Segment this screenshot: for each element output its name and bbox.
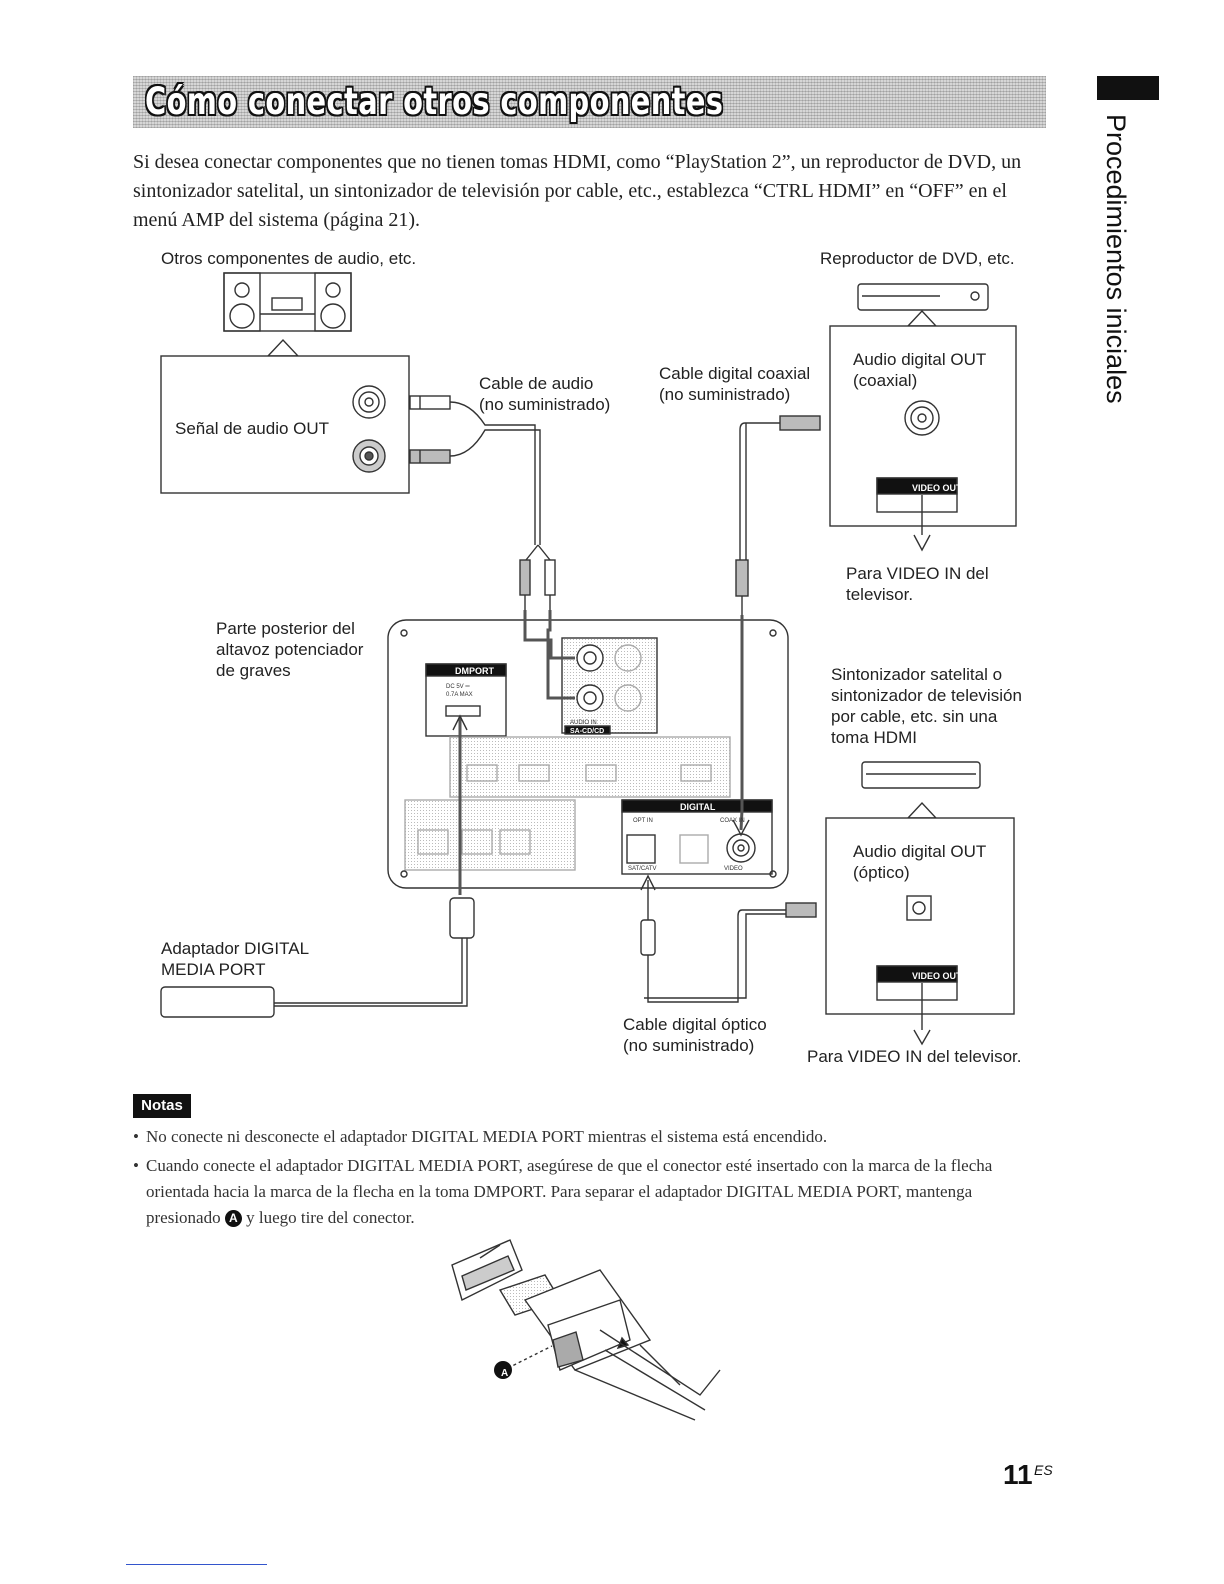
- video-out-tag-1: VIDEO OUT: [912, 483, 962, 493]
- label-dmport-adapter: Adaptador DIGITAL MEDIA PORT: [161, 939, 309, 979]
- note-item: No conecte ni desconecte el adaptador DI…: [133, 1124, 1048, 1150]
- svg-text:SAT/CATV: SAT/CATV: [628, 866, 656, 872]
- note-text-1: No conecte ni desconecte el adaptador DI…: [146, 1127, 828, 1146]
- label-audio-cable-note: (no suministrado): [479, 395, 611, 414]
- label-tv-video-in-1: Para VIDEO IN del televisor.: [846, 564, 989, 604]
- marker-a-glyph: A: [501, 1368, 508, 1379]
- label-other-components: Otros componentes de audio, etc.: [161, 249, 417, 268]
- label-optical-cable: Cable digital óptico: [623, 1015, 767, 1034]
- svg-text:OPT IN: OPT IN: [633, 818, 653, 824]
- section-tab-marker: [1097, 76, 1159, 100]
- label-audio-cable: Cable de audio: [479, 374, 594, 393]
- label-subwoofer-rear: Parte posterior del altavoz potenciador …: [216, 619, 364, 680]
- panel-digital-tag: DIGITAL: [680, 802, 716, 812]
- intro-paragraph: Si desea conectar componentes que no tie…: [133, 151, 1022, 231]
- note-text-2-tail: y luego tire del conector.: [246, 1208, 415, 1227]
- svg-text:0.7A MAX: 0.7A MAX: [446, 692, 473, 698]
- svg-text:DC 5V ═: DC 5V ═: [446, 684, 470, 690]
- label-tv-video-in-2: Para VIDEO IN del televisor.: [807, 1047, 1022, 1066]
- label-sat-tuner: Sintonizador satelital o sintonizador de…: [831, 665, 1022, 747]
- page-title: Cómo conectar otros componentes: [145, 80, 724, 123]
- title-banner: [133, 76, 1046, 128]
- label-optical-cable-note: (no suministrado): [623, 1036, 755, 1055]
- panel-sacd-tag: SA-CD/CD: [570, 728, 604, 735]
- note-item: Cuando conecte el adaptador DIGITAL MEDI…: [133, 1153, 1048, 1231]
- dvd-player-icon: [857, 283, 989, 311]
- label-coax-cable: Cable digital coaxial: [659, 364, 811, 383]
- label-optical-out-note: (óptico): [853, 863, 910, 882]
- panel-dmport-tag: DMPORT: [455, 666, 494, 676]
- notes-badge: Notas: [133, 1094, 191, 1118]
- stereo-system-icon: [223, 272, 352, 332]
- page-language-suffix: ES: [1034, 1462, 1053, 1478]
- label-optical-out: Audio digital OUT: [853, 842, 987, 861]
- svg-text:COAX IN: COAX IN: [720, 818, 745, 824]
- marker-a-icon: A: [224, 1210, 242, 1227]
- label-coax-out-note: (coaxial): [853, 371, 918, 390]
- svg-text:AUDIO IN: AUDIO IN: [570, 720, 597, 726]
- satellite-tuner-icon: [861, 761, 981, 789]
- label-coax-cable-note: (no suministrado): [659, 385, 791, 404]
- label-audio-out-signal: Señal de audio OUT: [175, 419, 330, 438]
- label-coax-out: Audio digital OUT: [853, 350, 987, 369]
- svg-text:VIDEO: VIDEO: [724, 866, 743, 872]
- note-text-2: Cuando conecte el adaptador DIGITAL MEDI…: [146, 1156, 993, 1227]
- page-number: 11: [1003, 1459, 1033, 1490]
- notes-list: No conecte ni desconecte el adaptador DI…: [133, 1124, 1048, 1234]
- label-dvd-player: Reproductor de DVD, etc.: [820, 249, 1015, 268]
- section-tab-label: Procedimientos iniciales: [1101, 114, 1131, 404]
- footer-rule: [126, 1564, 267, 1565]
- connector-illustration: [451, 1239, 721, 1421]
- video-out-tag-2: VIDEO OUT: [912, 971, 962, 981]
